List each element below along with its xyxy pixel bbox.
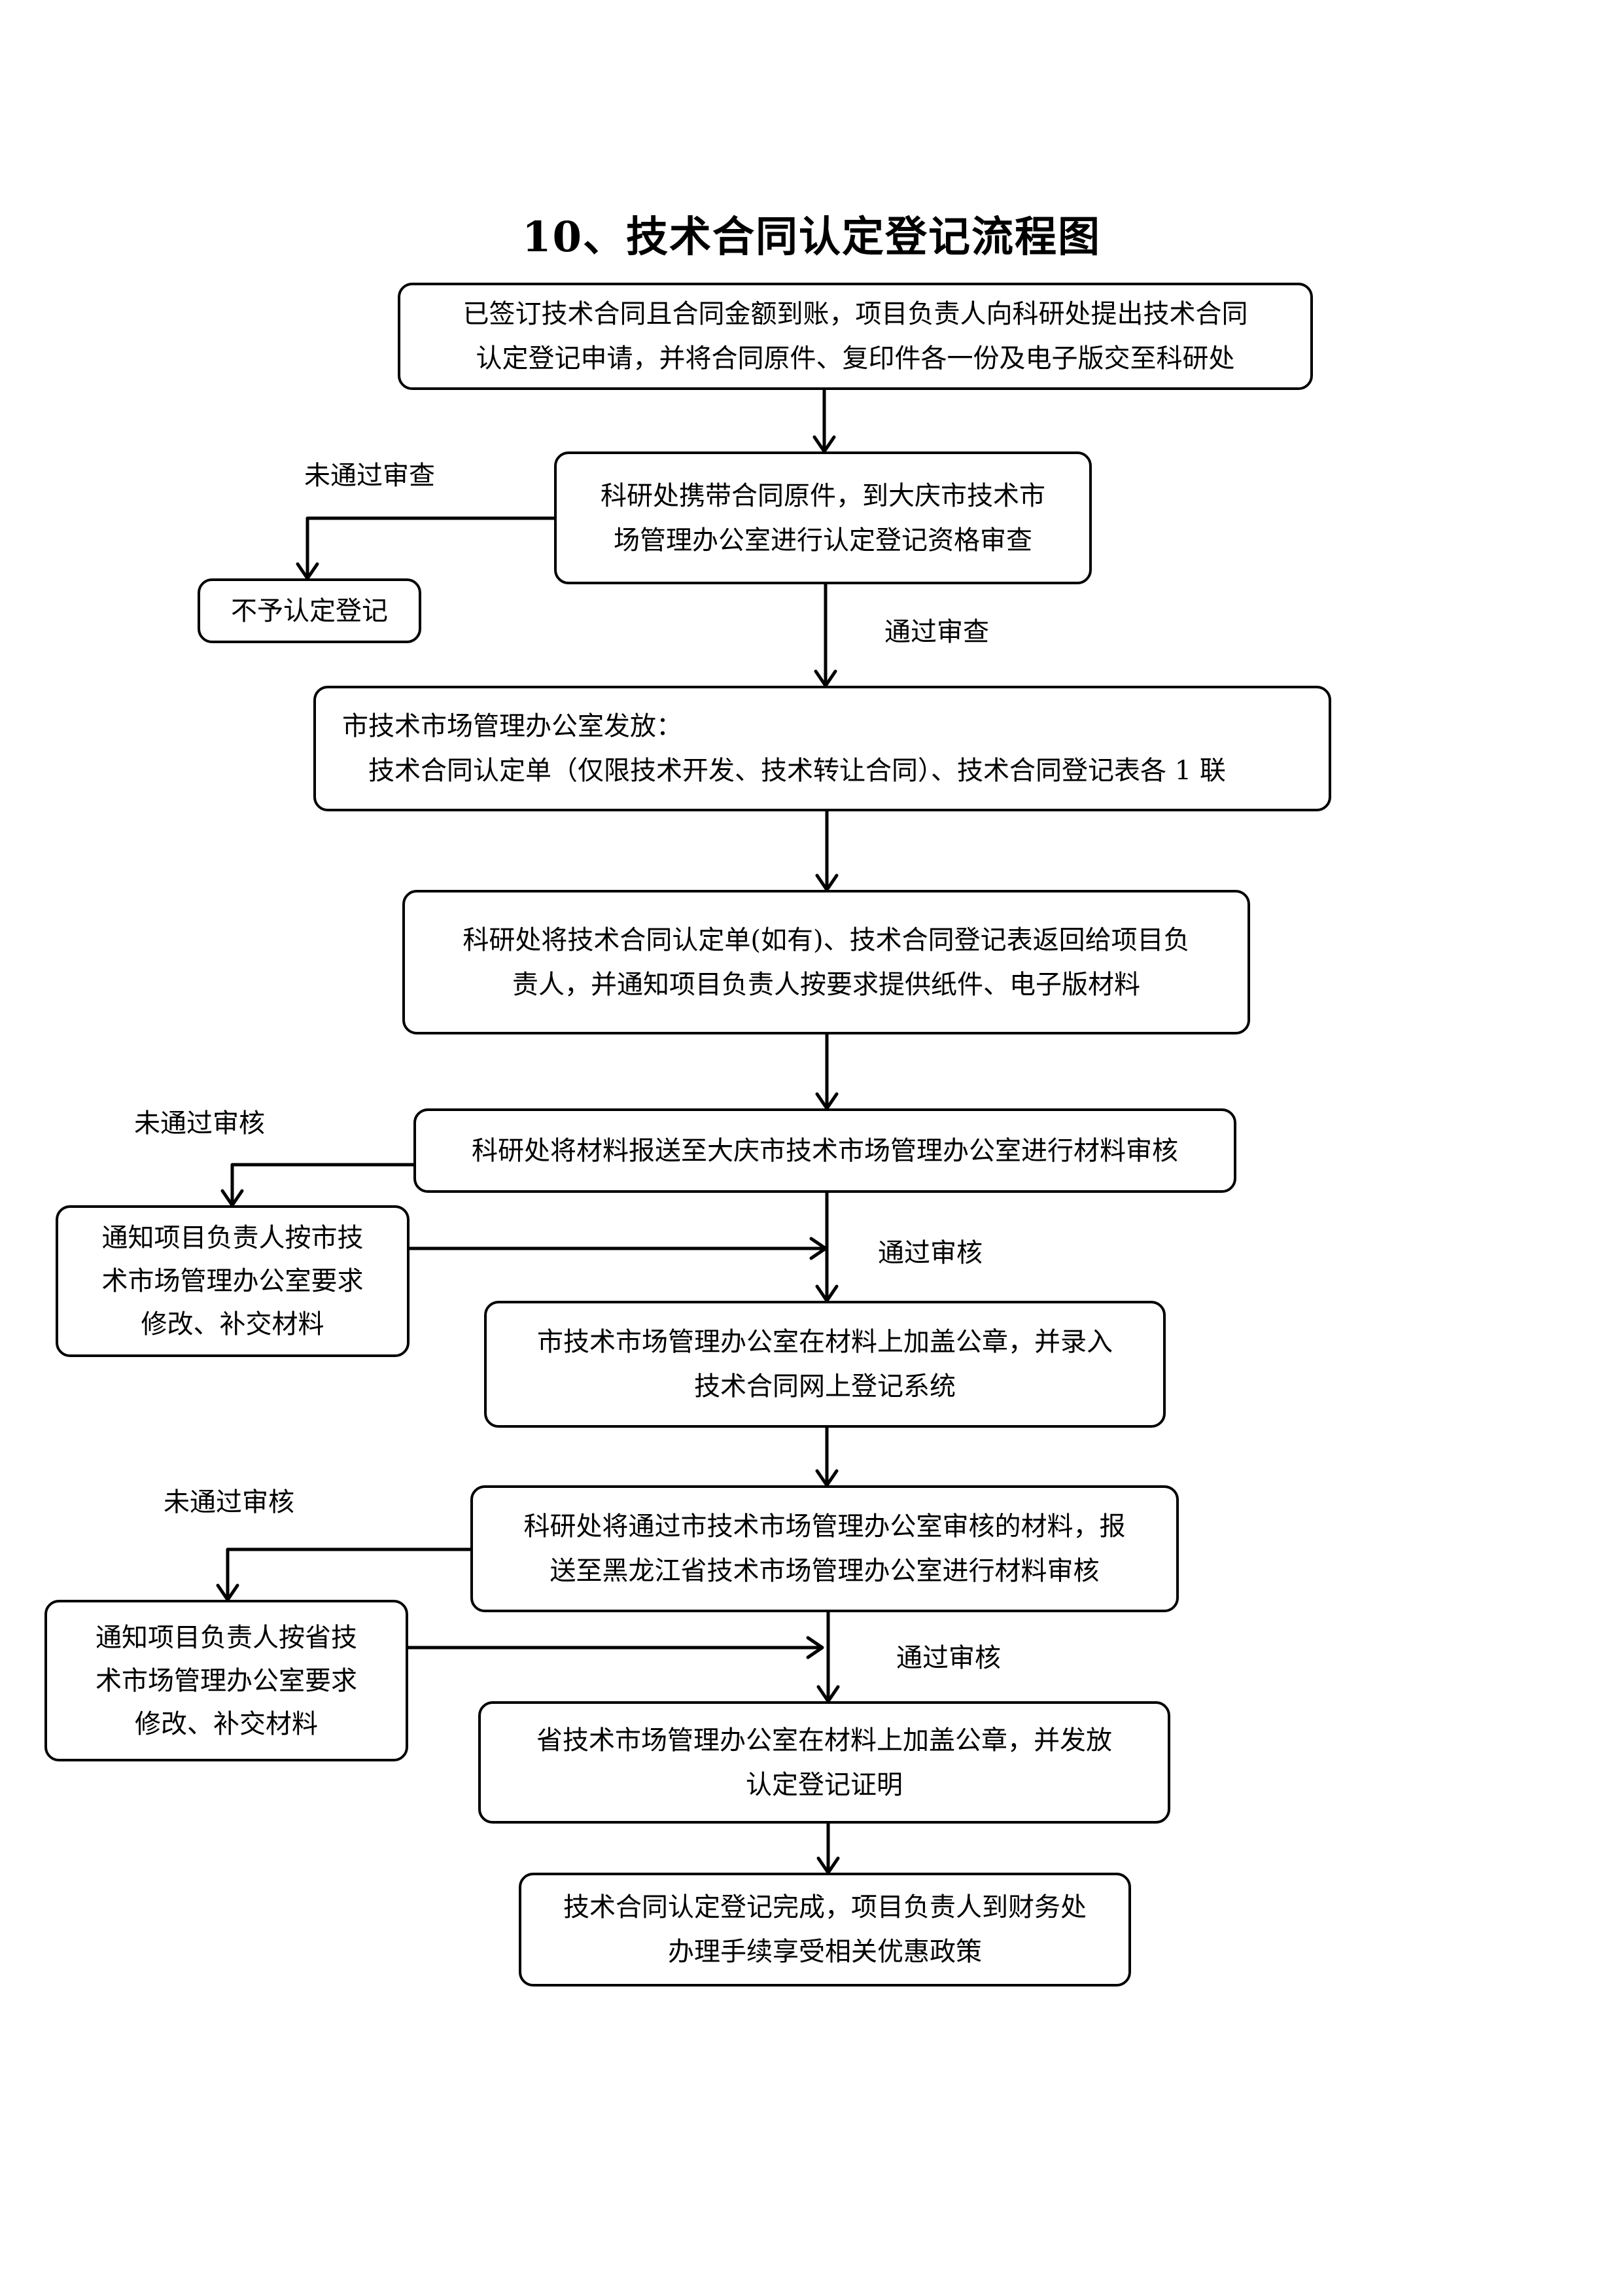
side-text-line: 修改、补交材料 [135, 1708, 318, 1739]
reject-registration-box: 不予认定登记 [198, 578, 421, 643]
step-text-line: 技术合同认定登记完成，项目负责人到财务处 [563, 1892, 1087, 1922]
label-pass-audit-province: 通过审核 [896, 1643, 1001, 1673]
step-text-line: 责人，并通知项目负责人按要求提供纸件、电子版材料 [512, 969, 1140, 1000]
step-city-stamp-and-register: 市技术市场管理办公室在材料上加盖公章，并录入 技术合同网上登记系统 [484, 1301, 1166, 1428]
step-text-line: 办理手续享受相关优惠政策 [668, 1937, 982, 1967]
step-submit-to-city-audit: 科研处将材料报送至大庆市技术市场管理办公室进行材料审核 [413, 1108, 1236, 1193]
step-qualification-review: 科研处携带合同原件，到大庆市技术市 场管理办公室进行认定登记资格审查 [554, 451, 1092, 584]
step-registration-complete: 技术合同认定登记完成，项目负责人到财务处 办理手续享受相关优惠政策 [519, 1873, 1131, 1987]
step-text-line: 认定登记申请，并将合同原件、复印件各一份及电子版交至科研处 [476, 344, 1235, 374]
side-text-line: 术市场管理办公室要求 [101, 1266, 364, 1296]
step-text-line: 已签订技术合同且合同金额到账，项目负责人向科研处提出技术合同 [462, 299, 1248, 329]
label-fail-audit-city: 未通过审核 [134, 1108, 265, 1139]
step-text-line: 技术合同认定单（仅限技术开发、技术转让合同）、技术合同登记表各 1 联 [368, 756, 1226, 786]
label-pass-audit-city: 通过审核 [878, 1238, 983, 1268]
side-text-line: 通知项目负责人按省技 [96, 1622, 357, 1653]
fix-materials-city-box: 通知项目负责人按市技 术市场管理办公室要求 修改、补交材料 [56, 1205, 410, 1357]
side-text-line: 术市场管理办公室要求 [96, 1665, 357, 1696]
fix-materials-province-box: 通知项目负责人按省技 术市场管理办公室要求 修改、补交材料 [44, 1600, 408, 1761]
step-text-line: 送至黑龙江省技术市场管理办公室进行材料审核 [550, 1556, 1100, 1586]
step-province-stamp-and-certify: 省技术市场管理办公室在材料上加盖公章，并发放 认定登记证明 [478, 1701, 1170, 1824]
step-text-line: 市技术市场管理办公室发放： [342, 711, 682, 741]
step-text-line: 认定登记证明 [746, 1769, 903, 1800]
step-text-line: 场管理办公室进行认定登记资格审查 [614, 525, 1032, 556]
step-text-line: 科研处将通过市技术市场管理办公室审核的材料，报 [523, 1511, 1126, 1542]
arrow-s5-to-fix-city [230, 1163, 415, 1206]
step-city-issue-documents: 市技术市场管理办公室发放： 技术合同认定单（仅限技术开发、技术转让合同）、技术合… [313, 686, 1331, 811]
step-return-documents: 科研处将技术合同认定单(如有)、技术合同登记表返回给项目负 责人，并通知项目负责… [402, 890, 1250, 1034]
arrow-s2-to-reject [305, 516, 556, 579]
side-text-line: 不予认定登记 [231, 595, 388, 626]
step-text-line: 科研处将材料报送至大庆市技术市场管理办公室进行材料审核 [472, 1135, 1178, 1166]
step-text-line: 市技术市场管理办公室在材料上加盖公章，并录入 [537, 1327, 1113, 1357]
step-text-line: 科研处携带合同原件，到大庆市技术市 [601, 480, 1045, 511]
step-submit-to-province-audit: 科研处将通过市技术市场管理办公室审核的材料，报 送至黑龙江省技术市场管理办公室进… [470, 1485, 1179, 1612]
side-text-line: 修改、补交材料 [141, 1309, 324, 1339]
label-pass-review: 通过审查 [884, 617, 989, 647]
side-text-line: 通知项目负责人按市技 [101, 1223, 364, 1253]
label-fail-review: 未通过审查 [304, 461, 435, 491]
step-text-line: 科研处将技术合同认定单(如有)、技术合同登记表返回给项目负 [462, 925, 1190, 955]
arrow-s7-to-fix-province [226, 1547, 472, 1600]
step-text-line: 技术合同网上登记系统 [694, 1371, 956, 1402]
page-title: 10、技术合同认定登记流程图 [521, 213, 1102, 262]
step-submit-application: 已签订技术合同且合同金额到账，项目负责人向科研处提出技术合同 认定登记申请，并将… [398, 283, 1313, 390]
step-text-line: 省技术市场管理办公室在材料上加盖公章，并发放 [536, 1725, 1112, 1756]
label-fail-audit-province: 未通过审核 [164, 1487, 294, 1517]
